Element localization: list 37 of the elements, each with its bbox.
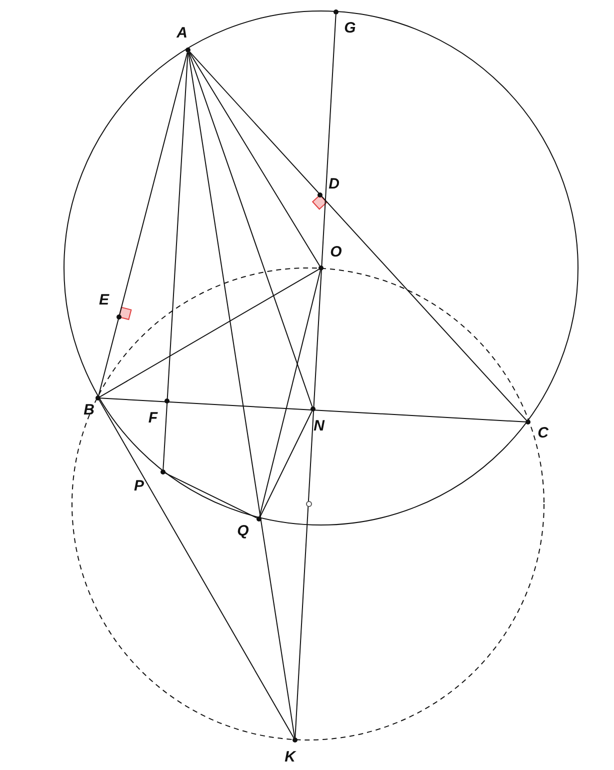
point-label: N (314, 418, 324, 434)
line-segment (188, 52, 296, 738)
line-segment (98, 400, 294, 738)
point-label: O (330, 244, 342, 260)
point-label: A (176, 26, 188, 40)
point-label: E (99, 292, 109, 308)
line-segment (259, 270, 321, 518)
line-segment (100, 268, 320, 398)
point-label: G (344, 20, 356, 36)
point-label: C (538, 426, 548, 440)
point (186, 48, 190, 52)
point-label: D (328, 176, 340, 192)
point (116, 314, 122, 320)
point-label: Q (237, 524, 249, 538)
line-segment (188, 52, 320, 266)
point (318, 266, 324, 270)
point-label: K (284, 750, 296, 764)
line-segment (162, 52, 188, 470)
point (256, 516, 262, 522)
point (334, 10, 338, 14)
point (160, 470, 166, 474)
line-segment (188, 52, 313, 408)
point (318, 192, 322, 198)
line-segment (100, 398, 526, 422)
point-label: B (84, 402, 94, 418)
point (526, 420, 530, 424)
point (310, 406, 316, 412)
line-segment (164, 472, 258, 518)
line-segment (98, 52, 188, 396)
point (96, 396, 100, 400)
point-label: P (134, 478, 144, 494)
point (164, 398, 170, 404)
line-segment (260, 410, 312, 518)
point-label: F (148, 410, 158, 426)
point (292, 738, 298, 742)
line-segment (294, 14, 336, 738)
line-segment (189, 51, 527, 421)
